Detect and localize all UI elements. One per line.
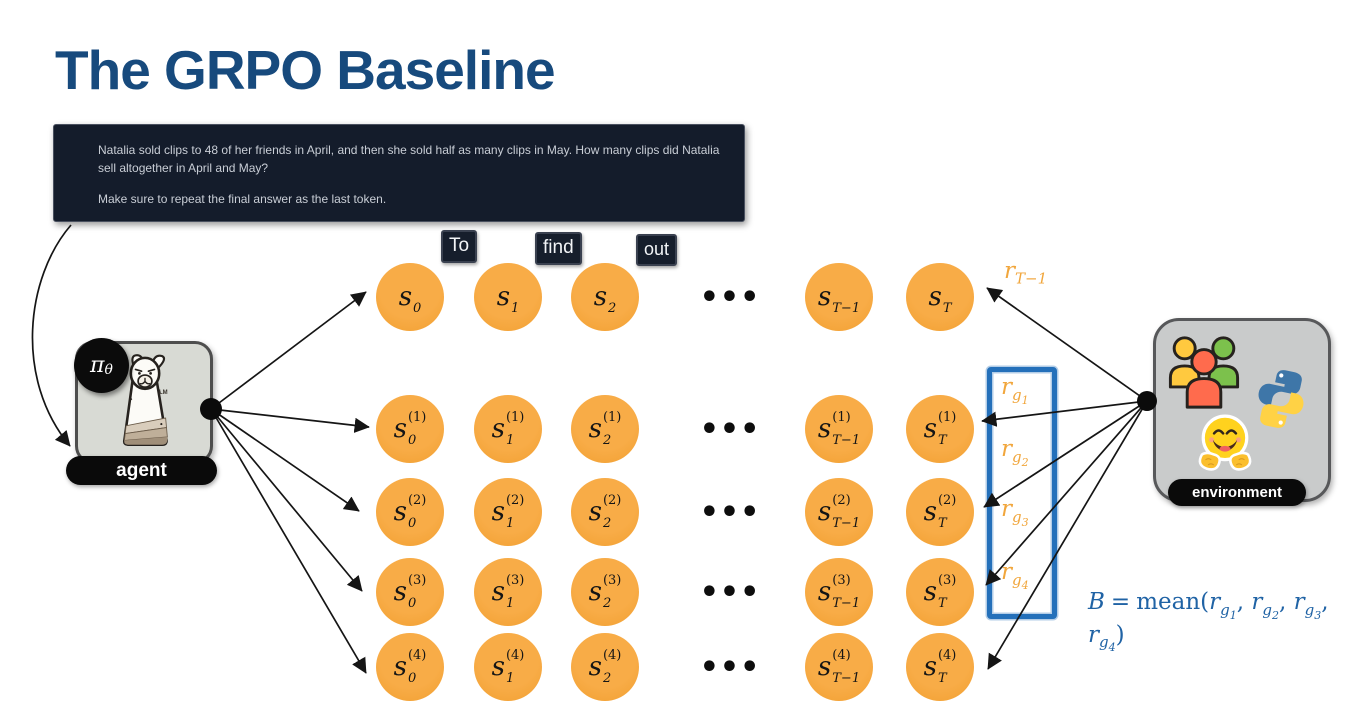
state-circle: s(2)0 (376, 478, 444, 546)
token-chip: find (535, 232, 582, 265)
token-chip: To (441, 230, 478, 263)
agent-rollout-arrow (210, 408, 367, 674)
state-circle: s(4)T (906, 633, 974, 701)
state-circle: s(1)0 (376, 395, 444, 463)
environment-label: environment (1168, 479, 1306, 506)
state-circle: s(3)1 (474, 558, 542, 626)
ellipsis-dots: ••• (699, 494, 761, 530)
state-circle: s(4)1 (474, 633, 542, 701)
state-circle: s(3)T (906, 558, 974, 626)
ellipsis-dots: ••• (699, 574, 761, 610)
state-circle: s(4)T−1 (805, 633, 873, 701)
state-circle: s(1)T (906, 395, 974, 463)
reward-label-g3: rg3 (1001, 496, 1029, 529)
hugging-face-icon (1198, 414, 1252, 471)
state-circle: s(3)T−1 (805, 558, 873, 626)
people-icon (1168, 336, 1240, 409)
prompt-to-agent-arrow (31, 224, 72, 447)
reward-label-g2: rg2 (1001, 436, 1029, 469)
state-circle: s(4)2 (571, 633, 639, 701)
environment-box (1153, 318, 1331, 502)
reward-label-terminal: rT−1 (1004, 258, 1048, 288)
state-circle: s(2)T−1 (805, 478, 873, 546)
lm-badge: LM (159, 390, 168, 396)
state-circle: s(2)2 (571, 478, 639, 546)
ellipsis-dots: ••• (699, 279, 761, 315)
agent-rollout-arrow (210, 408, 363, 592)
formula-arg: rg4 (1088, 621, 1116, 655)
state-circle: s(4)0 (376, 633, 444, 701)
python-icon (1258, 370, 1304, 428)
baseline-formula: B=mean(rg1, rg2, rg3, rg4) (1088, 589, 1329, 655)
formula-arg: rg3 (1293, 589, 1322, 622)
ellipsis-dots: ••• (699, 649, 761, 685)
agent-label: agent (66, 456, 217, 485)
page-title: The GRPO Baseline (55, 39, 556, 101)
token-chip: out (636, 234, 678, 266)
state-circle: s(2)T (906, 478, 974, 546)
formula-separator: , (1236, 589, 1252, 615)
prompt-line: Natalia sold clips to 48 of her friends … (98, 143, 720, 175)
formula-separator: , (1321, 589, 1329, 615)
agent-rollout-arrow (210, 408, 360, 512)
llama-icon (122, 354, 168, 447)
agent-rollout-arrow (210, 291, 367, 410)
state-circle: s(2)1 (474, 478, 542, 546)
state-circle: s(3)0 (376, 558, 444, 626)
prompt-box: Natalia sold clips to 48 of her friends … (53, 124, 745, 222)
formula-arg: rg2 (1251, 589, 1279, 622)
agent-rollout-arrow (210, 408, 370, 433)
agent-box (75, 341, 213, 464)
formula-arg: rg1 (1209, 589, 1237, 622)
state-circle: s(1)T−1 (805, 395, 873, 463)
state-circle: s(1)2 (571, 395, 639, 463)
formula-separator: , (1278, 589, 1294, 615)
prompt-line: Make sure to repeat the final answer as … (98, 192, 387, 206)
ellipsis-dots: ••• (699, 411, 761, 447)
state-circle: s(1)1 (474, 395, 542, 463)
reward-label-g1: rg1 (1001, 374, 1029, 407)
reward-label-g4: rg4 (1001, 559, 1029, 592)
state-circle: s(3)2 (571, 558, 639, 626)
